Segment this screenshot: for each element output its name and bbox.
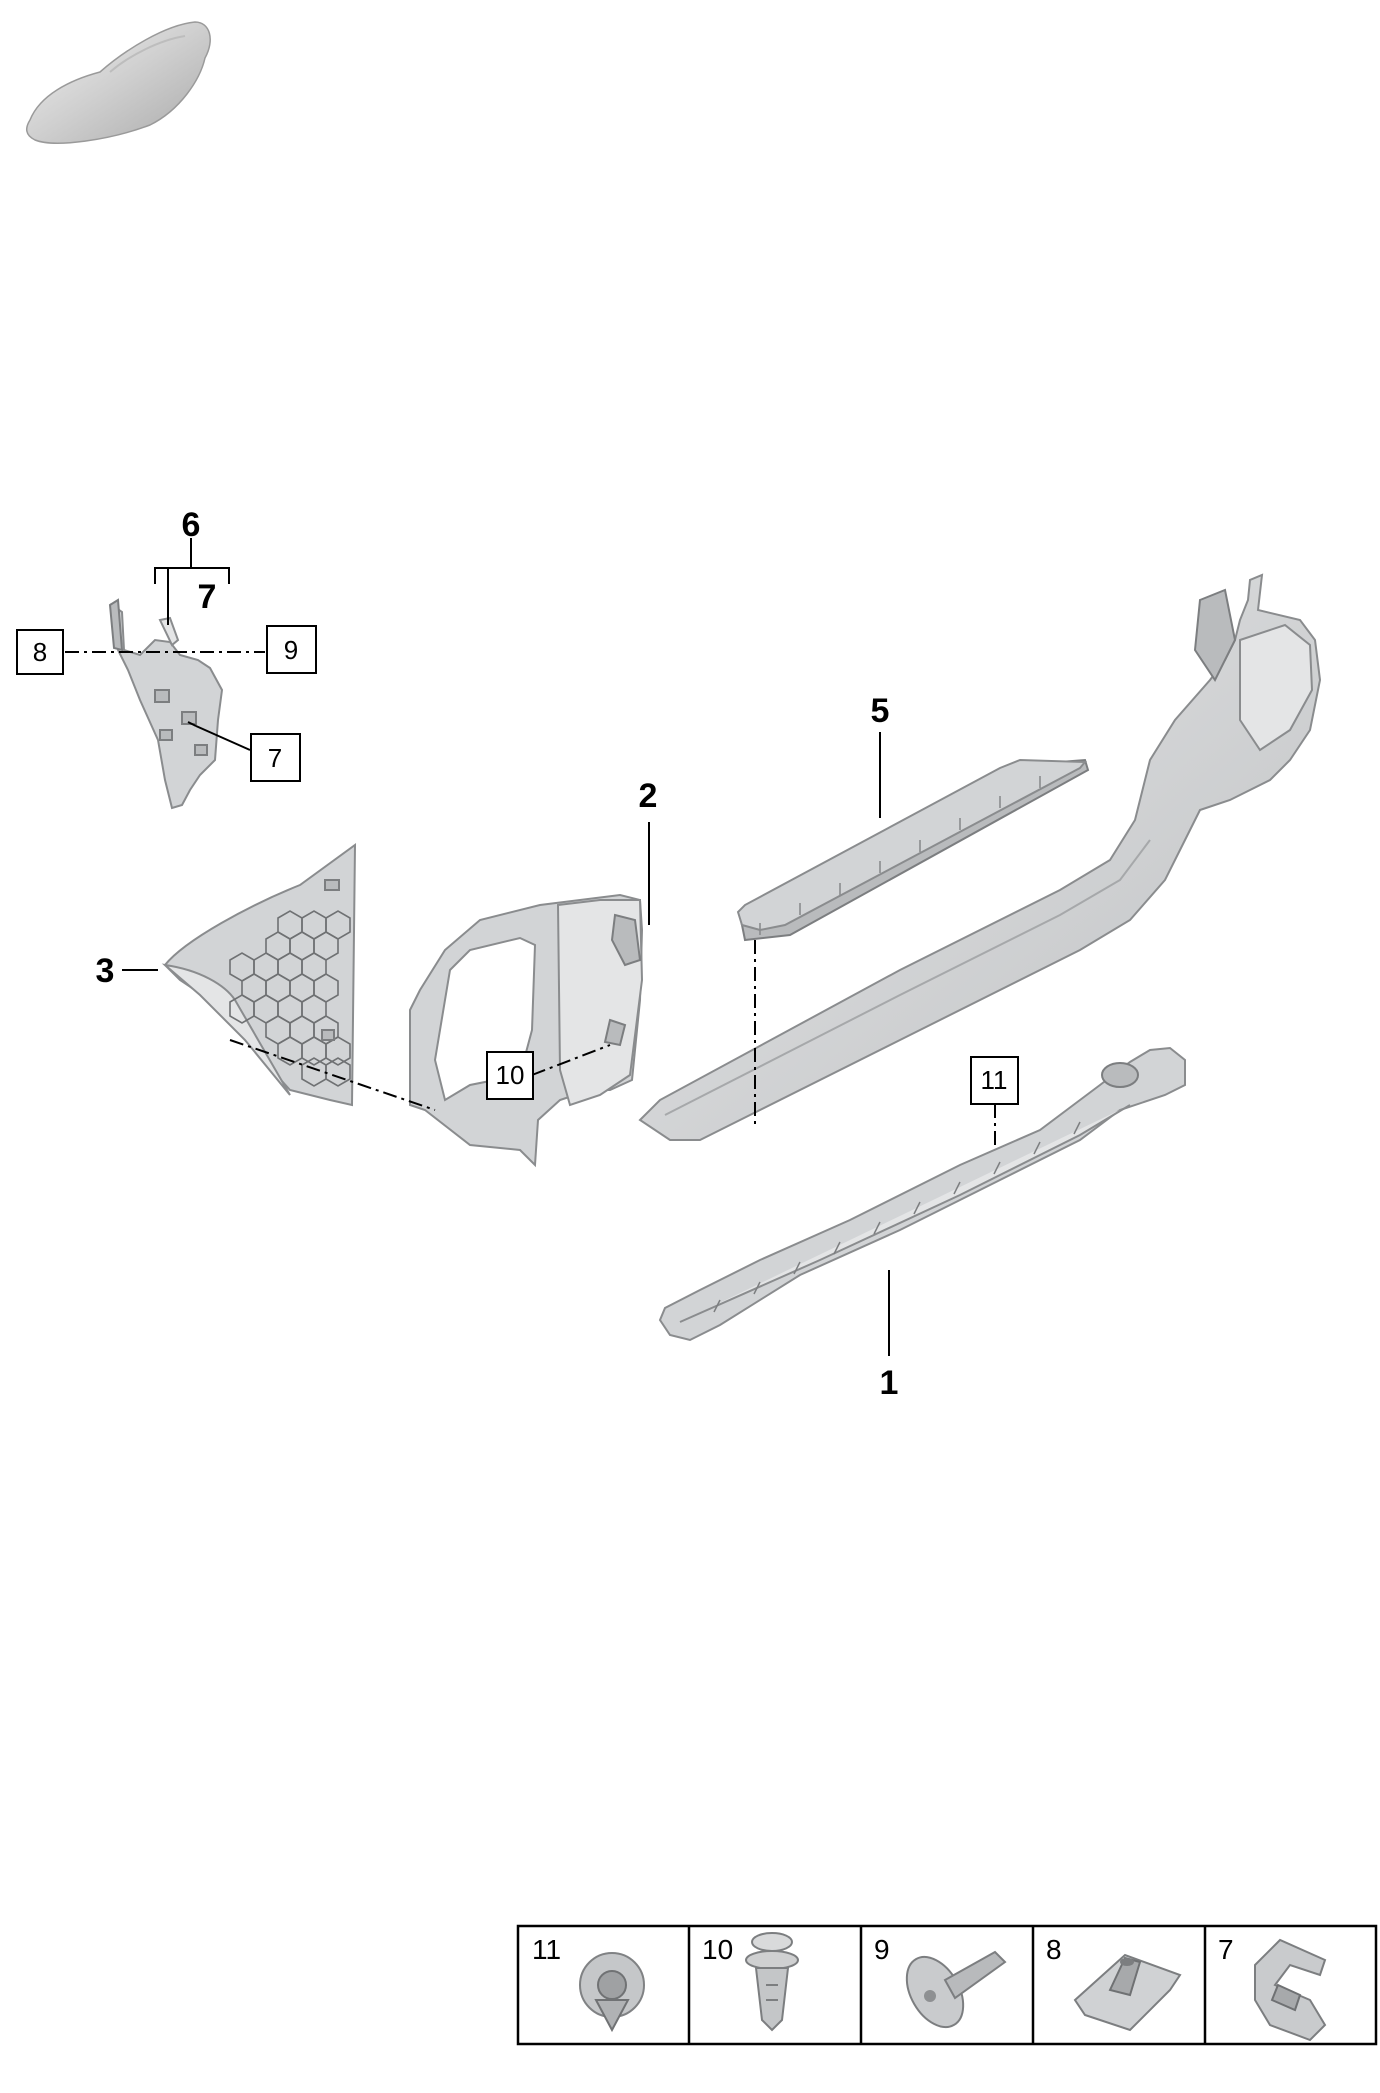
callout-6: 6 <box>182 506 201 544</box>
callout-box-8 <box>16 629 64 675</box>
part-6-bracket <box>108 598 224 810</box>
callout-box-11 <box>970 1056 1019 1105</box>
callout-box-7 <box>250 733 301 782</box>
axis-10 <box>531 1044 611 1076</box>
part-2-pillar-trim <box>409 893 644 1168</box>
assembly-lines <box>65 538 996 1356</box>
callout-8: 8 <box>33 637 47 667</box>
legend-number-9: 9 <box>874 1934 890 1965</box>
callouts: 6 7 3 2 5 1 8 9 7 10 11 <box>16 506 1019 1402</box>
callout-10: 10 <box>496 1060 525 1090</box>
legend-number-10: 10 <box>702 1934 733 1965</box>
callout-5: 5 <box>871 692 890 730</box>
part-1-sill-carrier <box>658 1046 1186 1342</box>
callout-3: 3 <box>96 952 115 990</box>
fastener-legend: 11 10 9 8 7 <box>516 1924 1378 2046</box>
expanding-rivet-icon <box>745 1932 799 2032</box>
legend-number-11: 11 <box>532 1934 561 1965</box>
callout-2: 2 <box>639 777 658 815</box>
callout-7-group: 7 <box>198 578 217 616</box>
vehicle-thumbnail-icon <box>25 21 211 144</box>
sill-trim-main <box>638 573 1322 1141</box>
dash-7 <box>187 721 197 727</box>
axis-3-2 <box>229 1039 436 1111</box>
callout-box-9 <box>266 625 317 674</box>
speed-nut-icon <box>1073 1953 1182 2032</box>
legend-number-8: 8 <box>1046 1934 1062 1965</box>
leader-7 <box>195 725 251 751</box>
callout-9: 9 <box>284 635 298 665</box>
honeycomb-pattern <box>229 910 351 1087</box>
part-3-honeycomb-trim <box>161 843 357 1107</box>
legend-number-7: 7 <box>1218 1934 1234 1965</box>
spring-clip-icon <box>1254 1938 1327 2042</box>
screw-icon <box>905 1950 1007 2029</box>
bracket-6-7 <box>154 567 230 584</box>
clip-icon <box>579 1952 645 2033</box>
callout-1: 1 <box>880 1364 899 1402</box>
callout-11: 11 <box>981 1065 1008 1095</box>
callout-box-10 <box>486 1051 534 1100</box>
part-5-sill-plate <box>736 758 1090 942</box>
callout-7: 7 <box>268 743 282 773</box>
